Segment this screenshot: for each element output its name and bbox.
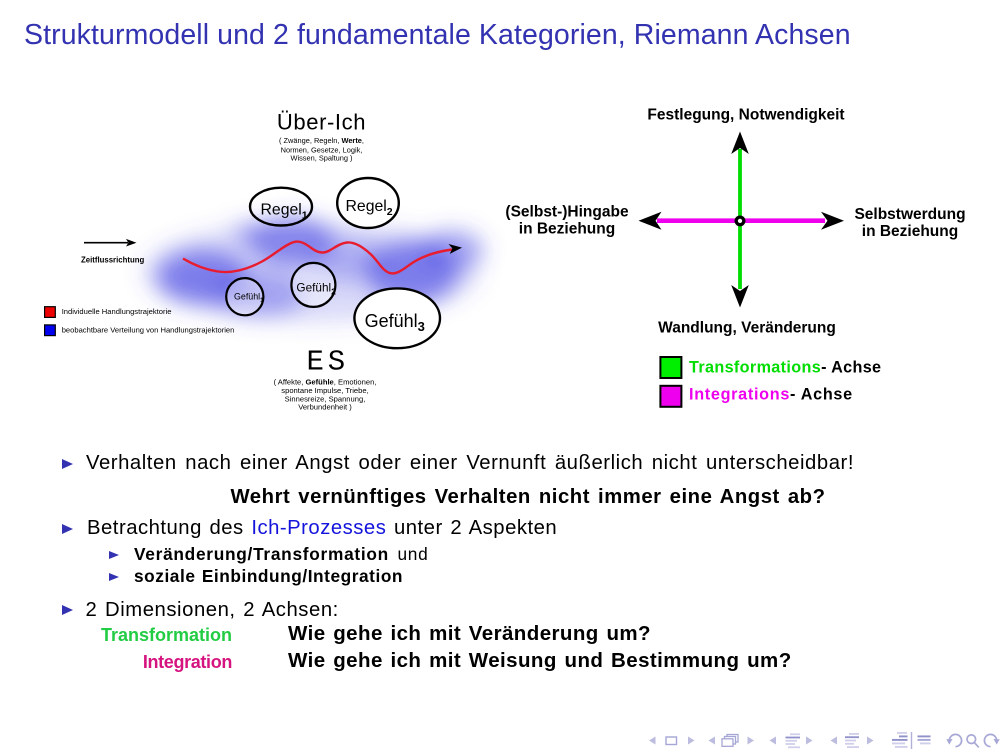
- svg-text:Festlegung, Notwendigkeit: Festlegung, Notwendigkeit: [647, 107, 844, 124]
- svg-text:( Affekte, Gefühle, Emotionen,: ( Affekte, Gefühle, Emotionen,: [274, 378, 377, 387]
- svg-text:(Selbst-)Hingabe: (Selbst-)Hingabe: [505, 204, 629, 221]
- svg-text:Integrations- Achse: Integrations- Achse: [689, 385, 853, 403]
- svg-text:E: E: [307, 345, 324, 378]
- svg-text:Gefühl2: Gefühl2: [296, 281, 336, 297]
- svg-text:Über-Ich: Über-Ich: [277, 110, 366, 135]
- svg-text:Zeitflussrichtung: Zeitflussrichtung: [81, 255, 144, 264]
- svg-text:Gefühl1: Gefühl1: [234, 292, 264, 304]
- svg-text:in Beziehung: in Beziehung: [862, 223, 958, 240]
- svg-text:Regel2: Regel2: [346, 198, 393, 218]
- svg-text:Normen, Gesetze, Logik,: Normen, Gesetze, Logik,: [281, 145, 363, 154]
- svg-text:beobachtbare Verteilung von Ha: beobachtbare Verteilung von Handlungstra…: [62, 325, 235, 334]
- svg-text:Wandlung, Veränderung: Wandlung, Veränderung: [658, 320, 836, 337]
- svg-text:Individuelle Handlungstrajekto: Individuelle Handlungstrajektorie: [62, 307, 172, 316]
- svg-text:spontane Impulse, Triebe,: spontane Impulse, Triebe,: [281, 386, 368, 395]
- svg-text:Wissen, Spaltung ): Wissen, Spaltung ): [290, 154, 352, 163]
- svg-text:Transformations- Achse: Transformations- Achse: [689, 358, 881, 376]
- svg-text:S: S: [328, 345, 345, 378]
- svg-text:Verbundenheit ): Verbundenheit ): [298, 403, 352, 412]
- svg-text:Selbstwerdung: Selbstwerdung: [854, 206, 965, 223]
- svg-text:Regel1: Regel1: [261, 202, 308, 222]
- svg-text:( Zwänge, Regeln, Werte,: ( Zwänge, Regeln, Werte,: [279, 136, 364, 145]
- svg-text:in Beziehung: in Beziehung: [519, 221, 615, 238]
- svg-text:Gefühl3: Gefühl3: [365, 311, 425, 334]
- svg-text:Sinnesreize, Spannung,: Sinnesreize, Spannung,: [285, 395, 366, 404]
